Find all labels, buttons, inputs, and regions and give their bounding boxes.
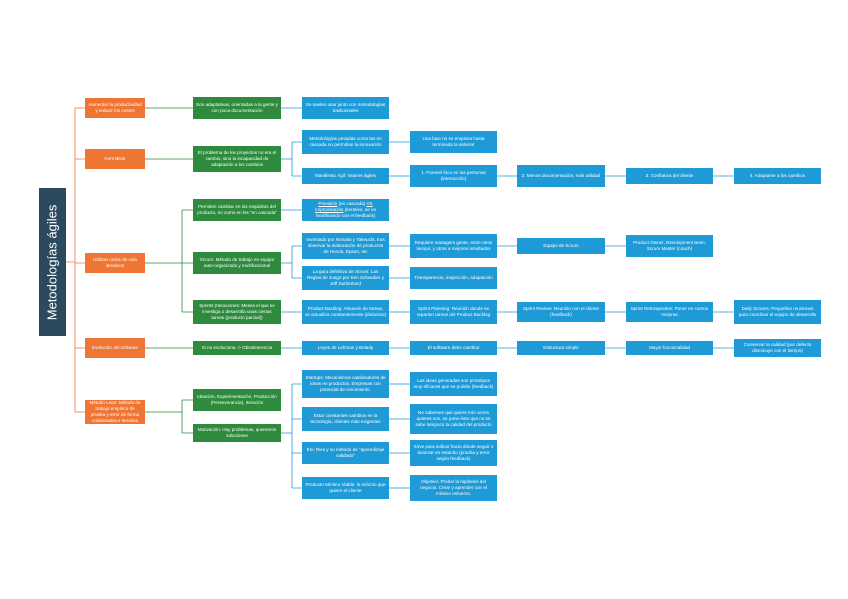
node-equipo-scrum[interactable]: Equipo de Scrum	[517, 238, 605, 254]
node-aprendizaje[interactable]: Sirve para indicar hacia dónde seguir o …	[410, 440, 497, 466]
node-metodologias-tradicionales[interactable]: Se suelen usar junto con metodologías tr…	[302, 97, 389, 119]
node-valor-documentacion[interactable]: 2. Menos documentación, más utilidad	[517, 165, 605, 187]
node-manifiesto-agil[interactable]: Manifiesto Ágil: Valores ágiles	[302, 168, 389, 184]
node-producto-minimo-viable[interactable]: Producto Mínimo Viable: lo mínimo que qu…	[302, 477, 389, 499]
node-permiten-cambiar[interactable]: Permiten cambiar en los requisitos del p…	[193, 199, 281, 221]
node-startups[interactable]: Startups: Mecanismos catalizadores de id…	[302, 370, 389, 398]
node-roles-scrum[interactable]: Product Owner, Development team, Scrum M…	[626, 235, 713, 257]
node-valor-confianza[interactable]: 3. Confianza del cliente	[626, 168, 713, 184]
branch-ciclos-iterativos[interactable]: Utilizan ciclos de vida iterativos	[85, 253, 145, 273]
node-motivacion[interactable]: Motivación: Hay problemas, queremos solu…	[193, 424, 281, 442]
node-conservar-calidad[interactable]: Conservar la calidad (por defecto dismin…	[734, 339, 821, 357]
node-ideacion[interactable]: Ideación, Experimentación, Producción (P…	[193, 389, 281, 411]
node-problema-cambio[interactable]: El problema de los proyectos no era el c…	[193, 146, 281, 172]
node-leyes-lehman[interactable]: Leyes de Lehman y Belady	[302, 341, 389, 355]
wire-b3	[145, 209, 193, 313]
node-nonaka-takeuchi[interactable]: Inventado por Nonaka y Takeuchi, tras ob…	[302, 233, 389, 259]
wire-root-to-branches	[66, 107, 85, 413]
root-topic[interactable]: Metodologías ágiles	[39, 188, 66, 336]
node-objetivo-hipotesis[interactable]: Objetivo: Probar la hipótesis del negoci…	[410, 475, 497, 501]
node-prevision-vs-improvisacion[interactable]: Previsión (en cascada) VS Improvisación …	[302, 199, 389, 221]
node-sprint-review[interactable]: Sprint Review: Reunión con el cliente (f…	[517, 302, 605, 322]
branch-evolucion-software[interactable]: Evolución del software	[85, 338, 145, 358]
node-sprints[interactable]: Sprints (Iteraciones: Meses el que se in…	[193, 300, 281, 324]
node-eric-ries[interactable]: Eric Ries y su método de "aprendizaje va…	[302, 442, 389, 464]
node-no-sabemos[interactable]: No sabemos qué quiere mío veces quieres …	[410, 404, 497, 434]
node-prototipos[interactable]: Las ideas generadas son prototipos muy e…	[410, 372, 497, 396]
node-cambios-tecnologia[interactable]: Estar constantes cambios en la tecnologí…	[302, 407, 389, 431]
node-pilares-scrum[interactable]: Transparencia, inspección, adaptación	[410, 267, 497, 289]
branch-kent-beck[interactable]: Kent Beck	[85, 149, 145, 169]
node-daily-scrums[interactable]: Daily Scrums: Pequeñas reuniones para co…	[734, 300, 821, 324]
node-guia-scrum[interactable]: La guía definitiva de Scrum: Las Reglas …	[302, 266, 389, 290]
branch-metodo-lean[interactable]: Método Lean: Método de trabajo empírico …	[85, 400, 145, 424]
node-mayor-funcionalidad[interactable]: Mayor funcionalidad	[626, 341, 713, 355]
node-fase-anterior[interactable]: Una fase no se empieza hasta terminada l…	[410, 131, 497, 153]
node-sprint-planning[interactable]: Sprint Planning: Reunión donde se repart…	[410, 300, 497, 324]
node-cascada[interactable]: Metodologías pesadas como las en cascada…	[302, 130, 389, 154]
node-managers[interactable]: Requiere managers gente, entre otros tie…	[410, 234, 497, 258]
node-scrum[interactable]: Scrum: Método de trabajo en equipo auto-…	[193, 252, 281, 274]
node-valor-adaptarse[interactable]: 4. Adaptarse a los cambios	[734, 168, 821, 184]
node-estructura-simple[interactable]: Estructura simple	[517, 341, 605, 355]
branch-productividad[interactable]: Aumentar la productividad y reducir los …	[85, 98, 145, 118]
node-adaptativas[interactable]: Son adaptativas, orientadas a la gente y…	[193, 97, 281, 119]
root-topic-label: Metodologías ágiles	[44, 204, 60, 320]
node-software-cambiar[interactable]: El software debe cambiar	[410, 341, 497, 355]
node-valor-personas[interactable]: 1. Ponerel foco en las personas (interac…	[410, 165, 497, 187]
node-product-backlog[interactable]: Product Backlog: Almacén de tareas, se a…	[302, 300, 389, 324]
wire-b5	[145, 399, 193, 434]
node-obsolescencia[interactable]: Si no evoluciona -> Obsolescencia	[193, 341, 281, 355]
node-sprint-retrospective[interactable]: Sprint Retrospective: Poner en común mej…	[626, 302, 713, 322]
